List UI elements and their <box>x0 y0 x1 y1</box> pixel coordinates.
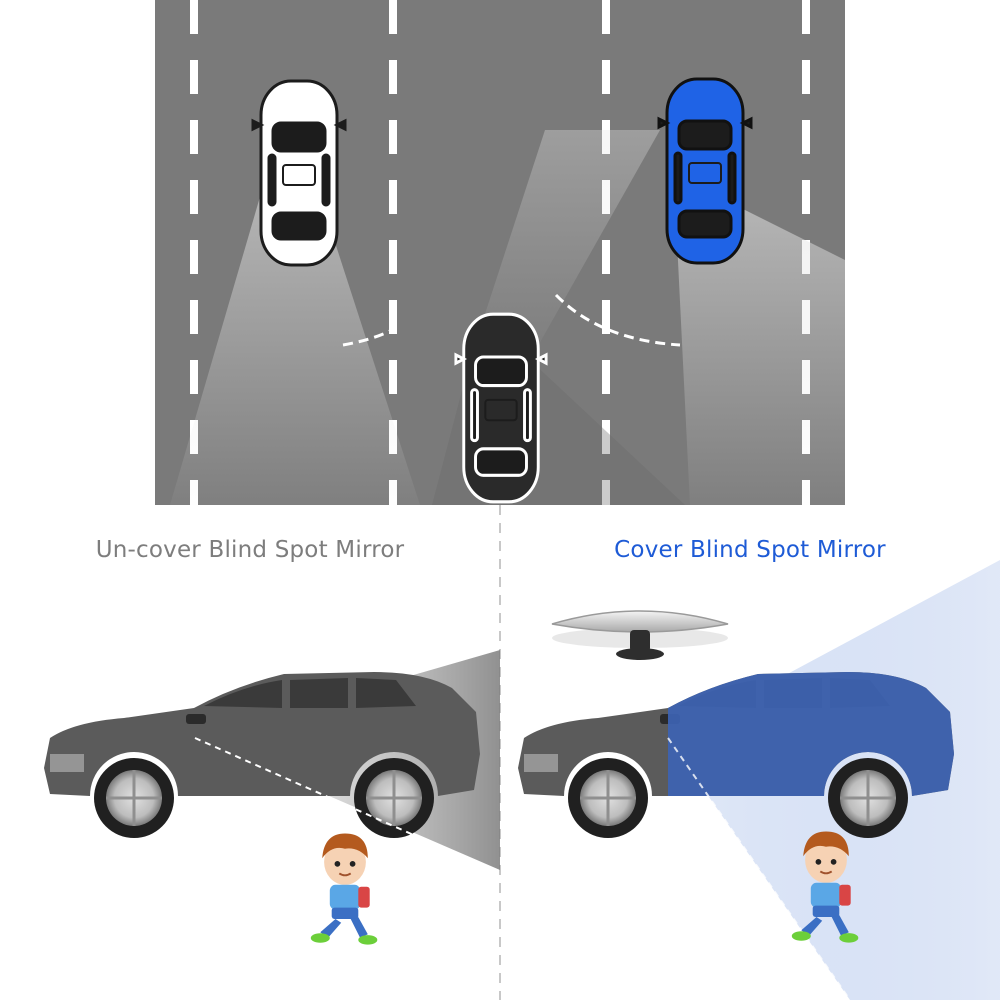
uncovered-scene <box>42 650 500 946</box>
caption-uncovered-mirror: Un-cover Blind Spot Mirror <box>95 537 405 563</box>
caption-covered-mirror: Cover Blind Spot Mirror <box>614 537 886 563</box>
road-top-view <box>155 0 845 505</box>
blind-zone-arc-right <box>554 293 681 347</box>
blue-suv-icon <box>516 670 956 840</box>
walking-child-icon <box>309 832 379 946</box>
round-blind-spot-mirror-icon <box>551 610 729 660</box>
blind-zone-arc-left <box>342 328 393 347</box>
covered-scene <box>516 560 1000 1000</box>
white-sedan-icon <box>251 79 347 267</box>
blue-sedan-icon <box>657 77 753 265</box>
black-suv-icon <box>454 312 548 504</box>
gray-suv-icon <box>42 670 482 840</box>
